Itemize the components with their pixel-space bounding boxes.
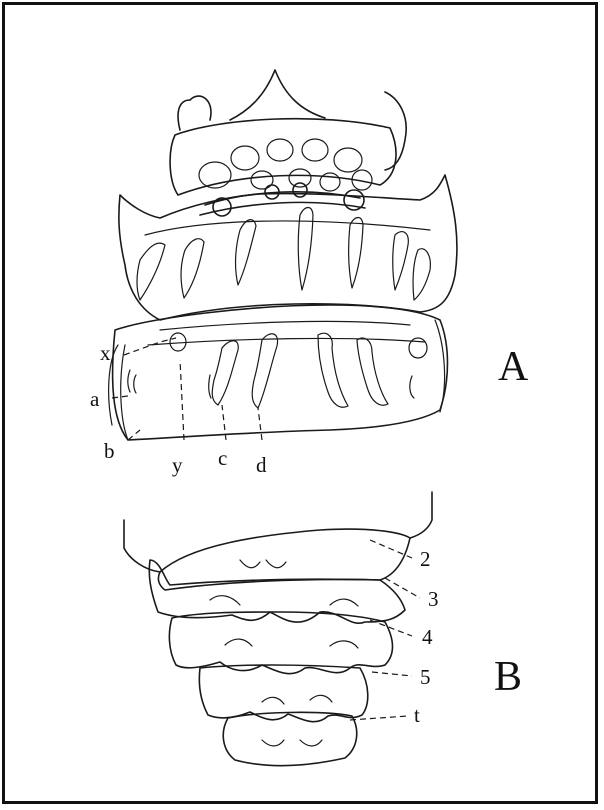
front-bars <box>212 333 388 408</box>
segment-2 <box>158 529 410 590</box>
top-plate-dots <box>199 139 372 191</box>
label-b: b <box>104 439 115 463</box>
label-5: 5 <box>420 665 431 689</box>
middle-segment <box>119 175 457 320</box>
label-t: t <box>414 703 420 727</box>
label-a: a <box>90 387 100 411</box>
segment-t <box>223 712 356 765</box>
segment-3 <box>149 560 405 623</box>
panel-b-labels: 2 3 4 5 t B <box>414 547 522 727</box>
panel-b-letter: B <box>494 654 522 700</box>
panel-a-drawing <box>109 70 457 440</box>
label-3: 3 <box>428 587 439 611</box>
panel-a-letter: A <box>498 344 529 390</box>
label-d: d <box>256 453 267 477</box>
label-4: 4 <box>422 625 433 649</box>
panel-b-drawing <box>124 492 432 766</box>
front-segment <box>113 305 448 440</box>
label-x: x <box>100 341 111 365</box>
label-y: y <box>172 453 183 477</box>
label-2: 2 <box>420 547 431 571</box>
panel-a-labels: x a b y c d A <box>90 341 529 477</box>
label-c: c <box>218 446 227 470</box>
